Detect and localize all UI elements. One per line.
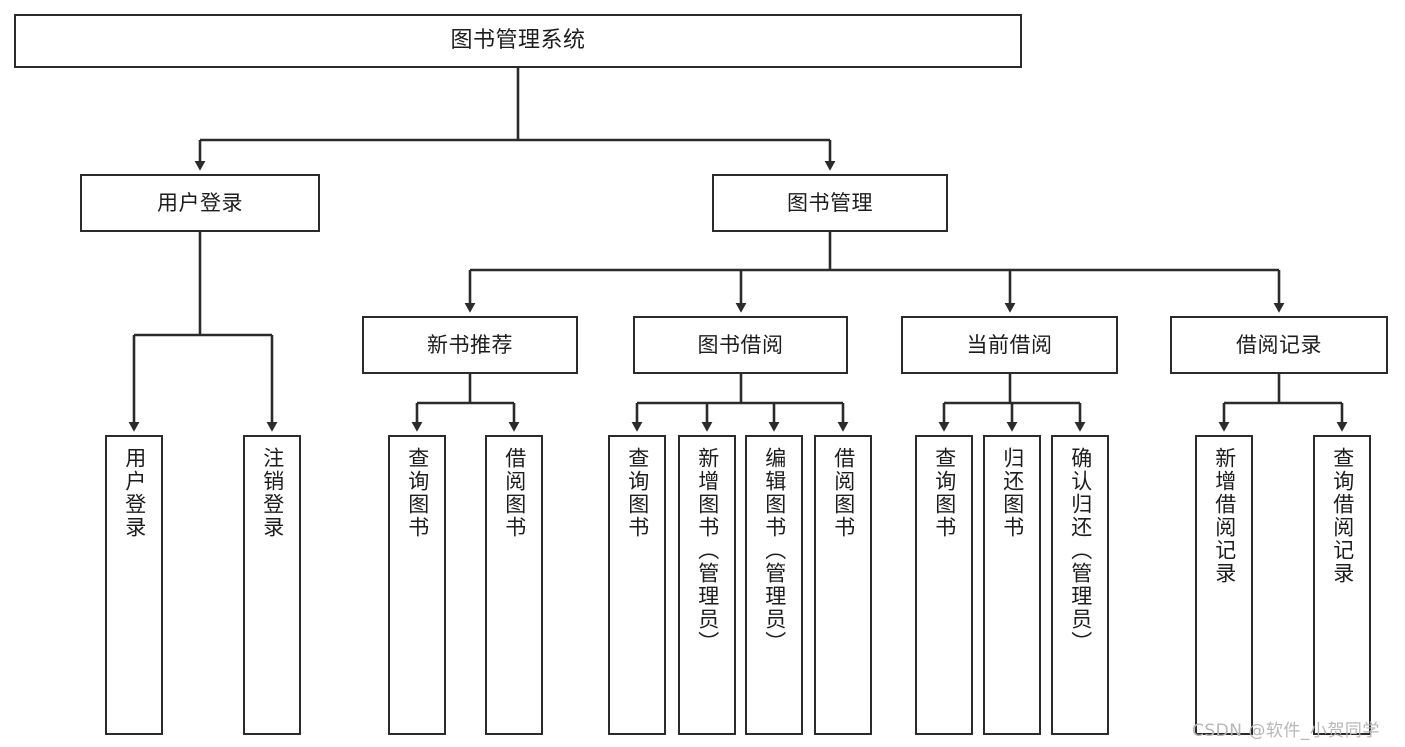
node-label: 图书借阅 (697, 332, 784, 357)
node-records[interactable]: 借阅记录 (1170, 316, 1388, 374)
node-label: 查询借阅记录 (1330, 447, 1355, 585)
node-bookmgmt[interactable]: 图书管理 (712, 174, 948, 232)
node-leaf-query-book-2[interactable]: 查询图书 (608, 435, 666, 735)
node-leaf-borrow-book-2[interactable]: 借阅图书 (814, 435, 872, 735)
node-root[interactable]: 图书管理系统 (14, 14, 1022, 68)
node-leaf-add-book[interactable]: 新增图书（管理员） (678, 435, 736, 735)
node-label: 用户登录 (122, 447, 147, 539)
node-leaf-return-book[interactable]: 归还图书 (983, 435, 1041, 735)
node-label: 借阅图书 (831, 447, 856, 539)
node-label: 图书管理 (787, 190, 873, 215)
node-label: 新增借阅记录 (1212, 447, 1237, 585)
node-current[interactable]: 当前借阅 (901, 316, 1118, 374)
node-leaf-add-record[interactable]: 新增借阅记录 (1195, 435, 1253, 735)
node-label: 归还图书 (1000, 447, 1025, 539)
node-label: 借阅记录 (1236, 332, 1322, 357)
node-label: 新书推荐 (427, 332, 513, 357)
node-leaf-query-book-3[interactable]: 查询图书 (915, 435, 973, 735)
node-leaf-confirm-return[interactable]: 确认归还（管理员） (1051, 435, 1109, 735)
node-leaf-borrow-book-1[interactable]: 借阅图书 (485, 435, 543, 735)
node-label: 借阅图书 (502, 447, 527, 539)
node-label: 查询图书 (405, 447, 430, 539)
node-label: 编辑图书（管理员） (762, 447, 787, 654)
node-label: 注销登录 (260, 447, 285, 539)
node-leaf-edit-book[interactable]: 编辑图书（管理员） (745, 435, 803, 735)
node-login[interactable]: 用户登录 (80, 174, 320, 232)
node-label: 查询图书 (932, 447, 957, 539)
node-label: 新增图书（管理员） (695, 447, 720, 654)
node-label: 用户登录 (157, 190, 243, 215)
node-label: 查询图书 (625, 447, 650, 539)
node-leaf-query-record[interactable]: 查询借阅记录 (1313, 435, 1371, 735)
node-leaf-query-book-1[interactable]: 查询图书 (388, 435, 446, 735)
node-label: 图书管理系统 (450, 28, 586, 54)
node-borrow[interactable]: 图书借阅 (633, 316, 848, 374)
node-label: 确认归还（管理员） (1068, 447, 1093, 654)
node-label: 当前借阅 (966, 332, 1053, 357)
connector-lines (128, 68, 1348, 432)
node-newbook[interactable]: 新书推荐 (362, 316, 578, 374)
node-leaf-logout[interactable]: 注销登录 (243, 435, 301, 735)
node-leaf-login[interactable]: 用户登录 (105, 435, 163, 735)
